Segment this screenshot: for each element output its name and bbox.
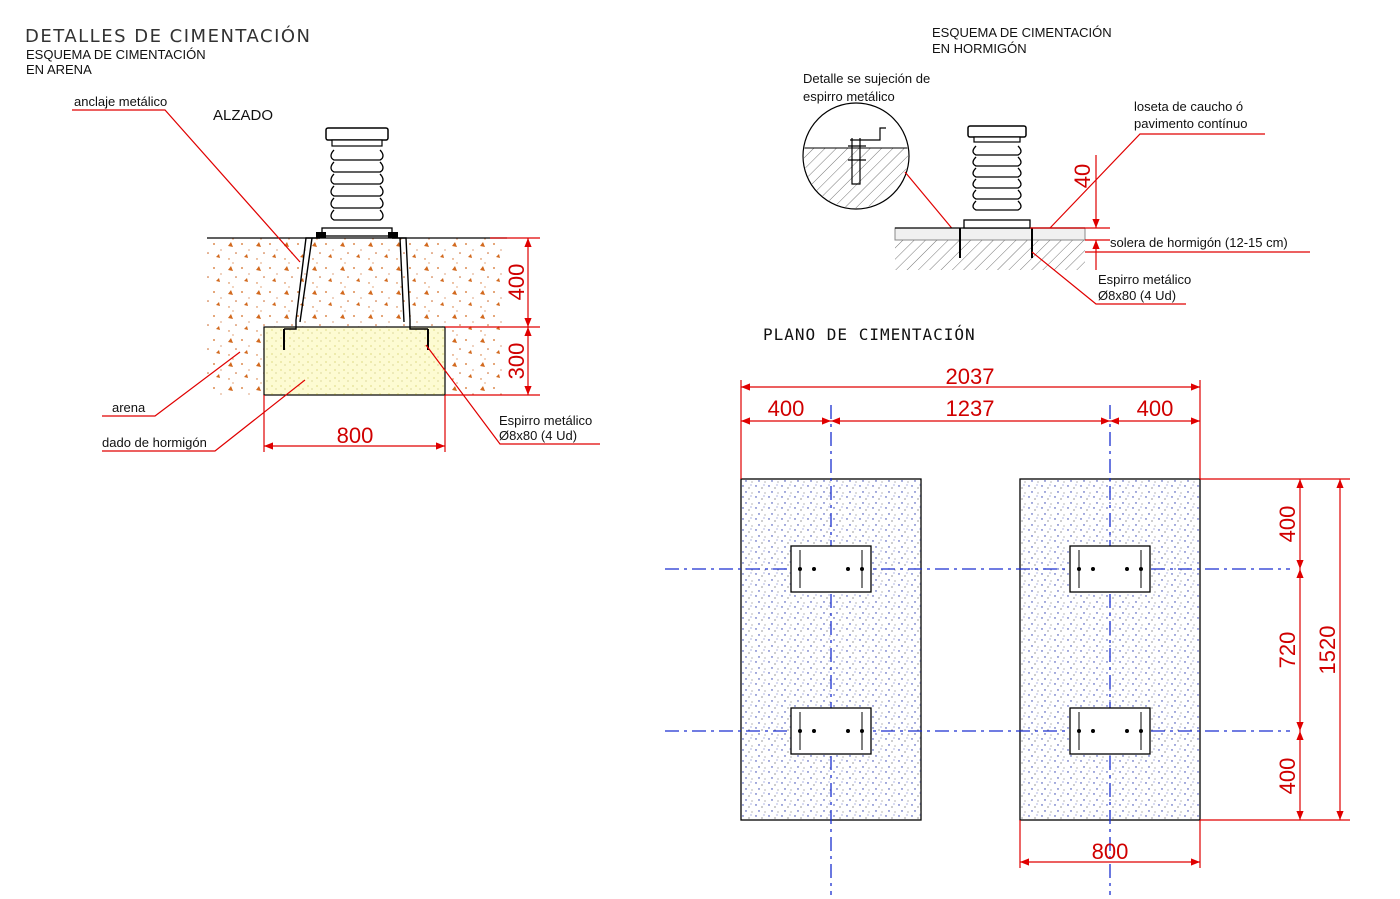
concrete-scheme-title: ESQUEMA DE CIMENTACIÓN <box>932 25 1112 40</box>
concrete-scheme-subtitle: EN HORMIGÓN <box>932 41 1027 56</box>
detail-label-1: Detalle se sujeción de <box>803 71 930 86</box>
tile-label-2: pavimento contínuo <box>1134 116 1247 131</box>
dim-width: 800 <box>337 423 374 448</box>
base-plate-bl <box>790 707 872 755</box>
dim-total: 2037 <box>946 364 995 389</box>
dim-middle: 1237 <box>946 396 995 421</box>
label-anchor: anclaje metálico <box>74 94 167 109</box>
bolt-leader-2 <box>1031 251 1186 305</box>
bolt2-label-1: Espirro metálico <box>1098 272 1191 287</box>
base-plate-tl <box>790 545 872 593</box>
dim-v-total: 1520 <box>1315 626 1340 675</box>
dim-right: 400 <box>1137 396 1174 421</box>
sand-scheme-title: ESQUEMA DE CIMENTACIÓN <box>26 47 206 62</box>
label-bolt-2: Ø8x80 (4 Ud) <box>499 428 577 443</box>
anchor-right-inner <box>399 237 405 323</box>
dim-upper: 400 <box>504 264 529 301</box>
label-bolt-1: Espirro metálico <box>499 413 592 428</box>
drawing-title: DETALLES DE CIMENTACIÓN <box>25 25 312 47</box>
dim-40: 40 <box>1070 164 1095 188</box>
foundation-plan: PLANO DE CIMENTACIÓN <box>665 325 1350 895</box>
anchor-right <box>392 237 428 330</box>
dim-v-bottom: 400 <box>1275 758 1300 795</box>
tile-leader <box>1049 133 1265 229</box>
leader-sand <box>102 351 241 417</box>
leader-block <box>102 379 306 452</box>
tile-label-1: loseta de caucho ó <box>1134 99 1243 114</box>
anchor-left-inner <box>299 237 313 323</box>
dim-lower: 300 <box>504 343 529 380</box>
dim-v-mid: 720 <box>1275 632 1300 669</box>
elevation-title: ALZADO <box>213 107 273 124</box>
leader-anchor <box>72 109 301 263</box>
bolt2-label-2: Ø8x80 (4 Ud) <box>1098 288 1176 303</box>
base-plate-br <box>1069 707 1151 755</box>
sand-scheme-subtitle: EN ARENA <box>26 62 92 77</box>
dim-left: 400 <box>768 396 805 421</box>
base-plate-tr <box>1069 545 1151 593</box>
anchor-left <box>284 237 320 330</box>
sand-elevation: ALZADO anclaje metálico arena dado de ho… <box>72 94 600 452</box>
plan-title: PLANO DE CIMENTACIÓN <box>763 325 976 344</box>
spring-rider-small-icon <box>959 125 1033 258</box>
concrete-block-dots <box>264 327 445 395</box>
spring-rider-icon <box>316 127 398 238</box>
slab-label: solera de hormigón (12-15 cm) <box>1110 235 1288 250</box>
slab-top <box>894 227 1086 241</box>
leader-bolt <box>425 344 600 445</box>
detail-bolt-icon <box>848 127 886 185</box>
dim-v-top: 400 <box>1275 506 1300 543</box>
detail-leader <box>904 171 961 239</box>
concrete-scheme: Detalle se sujeción de espirro metálico … <box>802 71 1310 305</box>
label-block: dado de hormigón <box>102 435 207 450</box>
slab-hatch <box>895 240 1085 270</box>
dim-bottom: 800 <box>1092 839 1129 864</box>
label-sand: arena <box>112 400 146 415</box>
detail-label-2: espirro metálico <box>803 89 895 104</box>
